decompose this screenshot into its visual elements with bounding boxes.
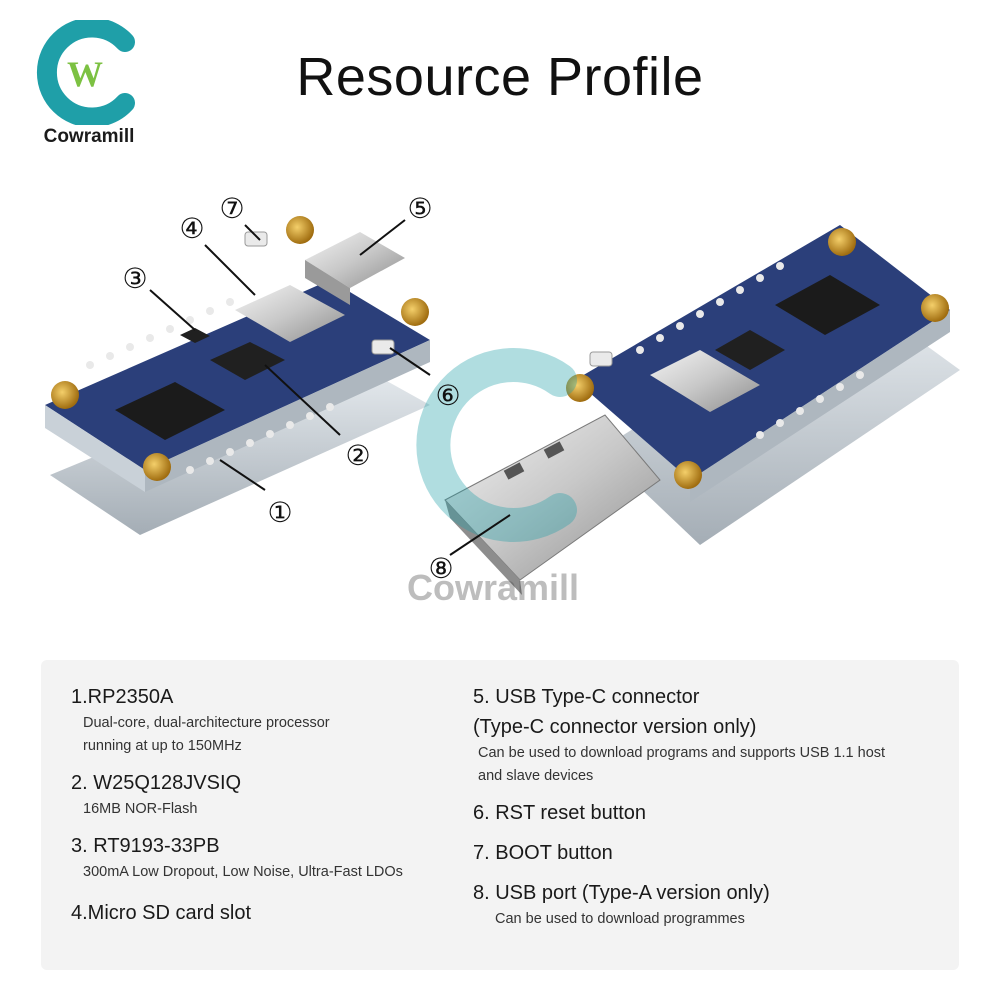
feature-list-left: 1.RP2350A Dual-core, dual-architecture p… bbox=[71, 682, 471, 938]
brand-logo: W Cowramill bbox=[30, 17, 145, 155]
feature-desc: 16MB NOR-Flash bbox=[83, 801, 198, 817]
callout-1: ① bbox=[267, 496, 292, 529]
feature-desc: running at up to 150MHz bbox=[83, 738, 242, 754]
feature-title: 3. RT9193-33PB bbox=[71, 835, 220, 857]
feature-list-right: 5. USB Type-C connector (Type-C connecto… bbox=[473, 682, 943, 941]
brand-name: Cowramill bbox=[43, 126, 135, 147]
product-photo: Cowramill ① ② ③ ④ ⑤ ⑥ ⑦ ⑧ bbox=[45, 192, 960, 608]
feature-title: 8. USB port (Type-A version only) bbox=[473, 882, 770, 904]
feature-desc: Dual-core, dual-architecture processor bbox=[83, 715, 330, 731]
feature-desc: and slave devices bbox=[478, 768, 594, 784]
callout-5: ⑤ bbox=[407, 192, 432, 225]
feature-item-2: 2. W25Q128JVSIQ 16MB NOR-Flash bbox=[71, 768, 471, 821]
page-title: Resource Profile bbox=[296, 47, 704, 107]
feature-desc: 300mA Low Dropout, Low Noise, Ultra-Fast… bbox=[83, 864, 403, 880]
brand-logo-letter: W bbox=[67, 54, 103, 94]
watermark-text: Cowramill bbox=[407, 567, 579, 608]
callout-4: ④ bbox=[179, 212, 204, 245]
callout-8: ⑧ bbox=[428, 552, 453, 585]
feature-item-3: 3. RT9193-33PB 300mA Low Dropout, Low No… bbox=[71, 831, 471, 884]
feature-item-1: 1.RP2350A Dual-core, dual-architecture p… bbox=[71, 682, 471, 758]
feature-title: 1.RP2350A bbox=[71, 686, 174, 708]
feature-item-5: 5. USB Type-C connector (Type-C connecto… bbox=[473, 682, 943, 788]
feature-title: 7. BOOT button bbox=[473, 842, 613, 864]
feature-item-7: 7. BOOT button bbox=[473, 838, 943, 868]
right-board bbox=[444, 225, 960, 595]
feature-desc: Can be used to download programmes bbox=[495, 911, 745, 927]
feature-desc: Can be used to download programs and sup… bbox=[478, 745, 886, 761]
feature-item-4: 4.Micro SD card slot bbox=[71, 898, 471, 928]
feature-title-note: (Type-C connector version only) bbox=[473, 716, 757, 738]
left-board bbox=[45, 216, 430, 535]
feature-item-6: 6. RST reset button bbox=[473, 798, 943, 828]
callout-3: ③ bbox=[122, 262, 147, 295]
brand-logo-icon: W bbox=[36, 17, 135, 128]
feature-title: 4.Micro SD card slot bbox=[71, 902, 252, 924]
watermark: Cowramill bbox=[407, 348, 579, 608]
feature-title: 6. RST reset button bbox=[473, 802, 647, 824]
feature-item-8: 8. USB port (Type-A version only) Can be… bbox=[473, 878, 943, 931]
feature-panel: 1.RP2350A Dual-core, dual-architecture p… bbox=[41, 660, 959, 970]
callout-2: ② bbox=[345, 439, 370, 472]
callout-6: ⑥ bbox=[435, 379, 460, 412]
feature-title: 5. USB Type-C connector bbox=[473, 686, 700, 708]
feature-title: 2. W25Q128JVSIQ bbox=[71, 772, 242, 794]
callout-7: ⑦ bbox=[219, 192, 244, 225]
